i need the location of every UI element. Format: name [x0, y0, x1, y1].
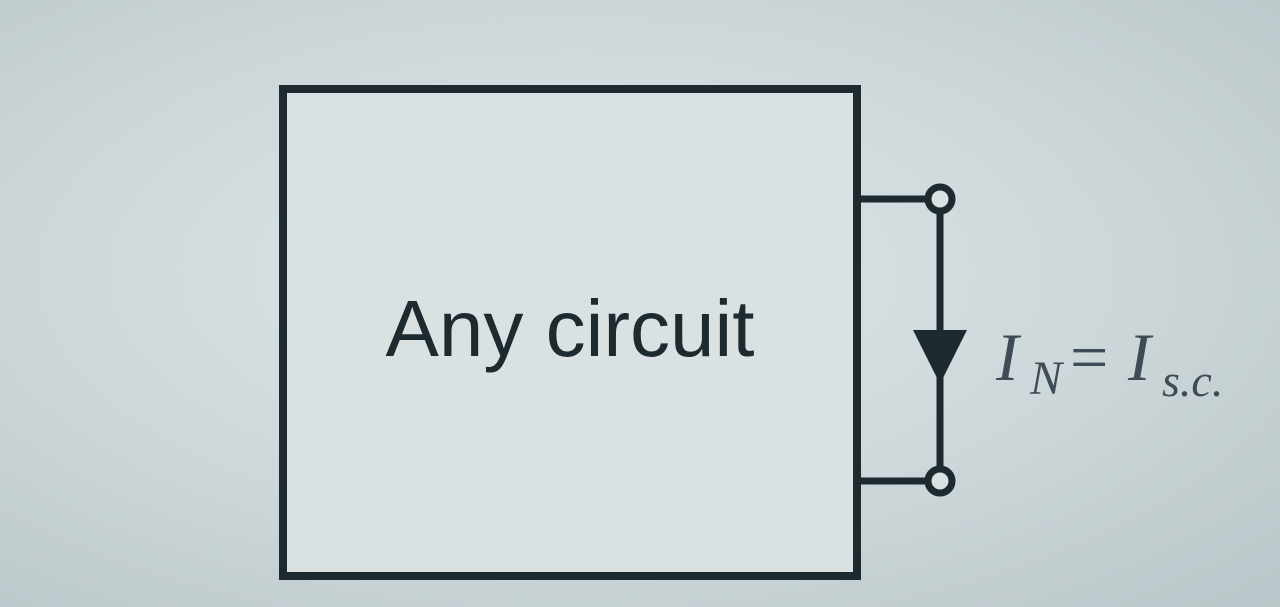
any-circuit-label: Any circuit: [386, 284, 755, 373]
current-direction-arrow: [913, 330, 967, 384]
top-terminal: [924, 183, 956, 215]
equals-sign: =: [1070, 319, 1108, 395]
bottom-terminal: [924, 465, 956, 497]
norton-current-equation: I N = I s.c.: [995, 319, 1223, 406]
any-circuit-box: [279, 85, 861, 580]
norton-current-symbol: I: [995, 319, 1022, 395]
norton-current-subscript: N: [1029, 352, 1065, 405]
short-circuit-subscript: s.c.: [1162, 355, 1223, 406]
short-circuit-current-symbol: I: [1127, 319, 1154, 395]
